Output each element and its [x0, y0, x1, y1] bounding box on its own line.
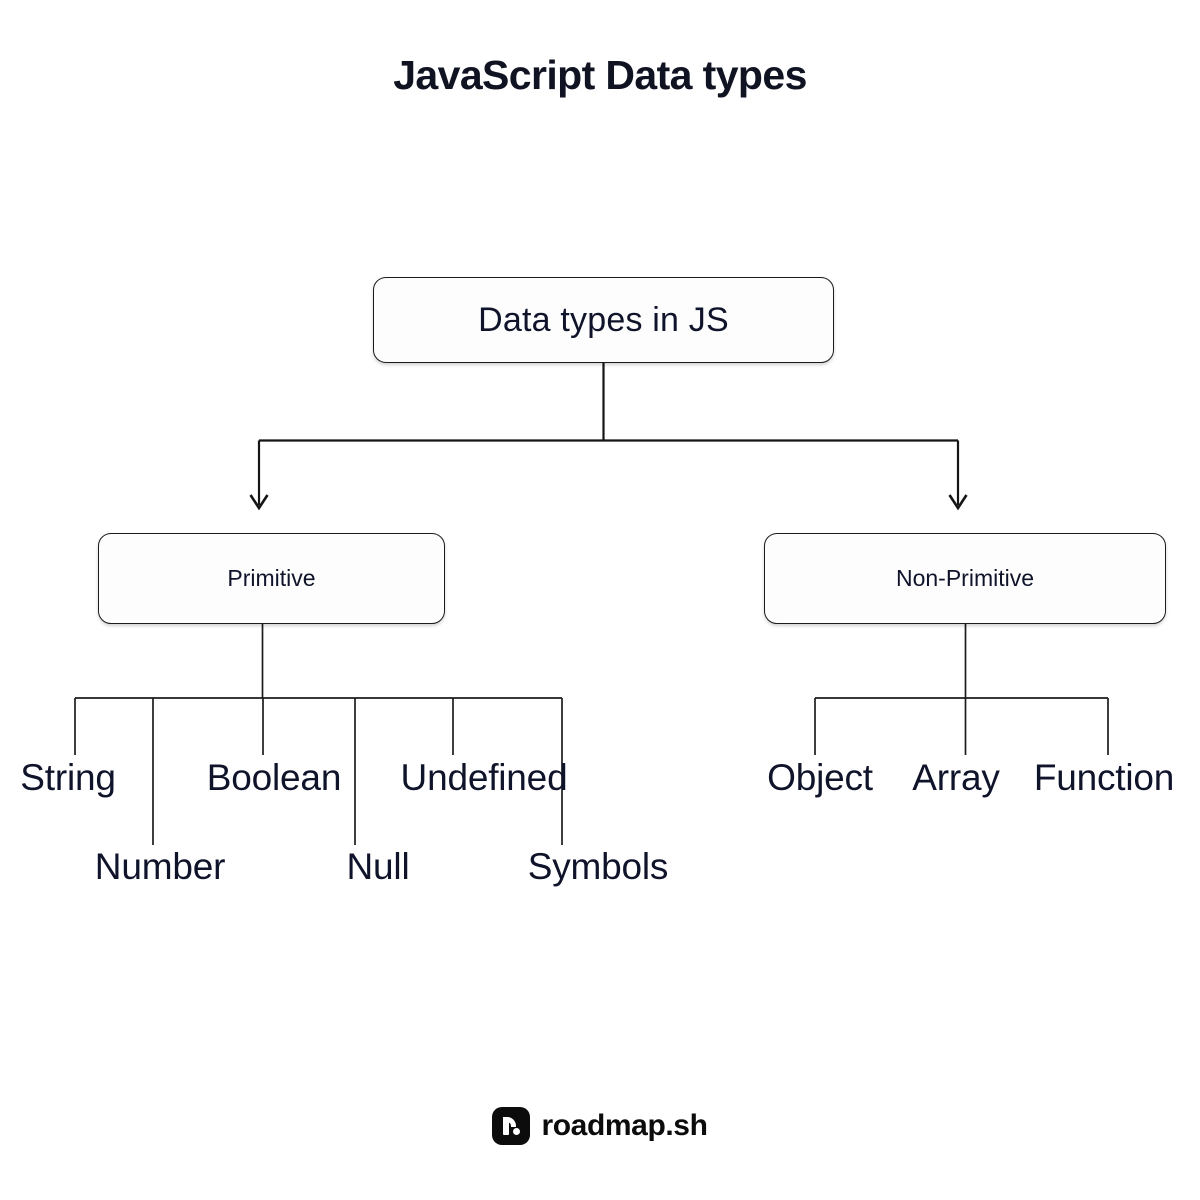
node-data-types-in-js[interactable]: Data types in JS — [373, 277, 834, 363]
leaf-null: Null — [346, 846, 410, 887]
leaf-number: Number — [94, 846, 226, 887]
page-title: JavaScript Data types — [393, 52, 807, 98]
footer-brand: roadmap.sh — [0, 1107, 1200, 1145]
node-primitive[interactable]: Primitive — [98, 533, 445, 624]
roadmap-r-dot-icon — [492, 1107, 531, 1145]
leaf-string: String — [20, 757, 116, 798]
node-non-primitive[interactable]: Non-Primitive — [764, 533, 1166, 624]
leaf-array: Array — [912, 757, 1000, 798]
leaf-boolean: Boolean — [206, 757, 342, 798]
leaf-symbols: Symbols — [527, 846, 669, 887]
arrowhead-nonprimitive — [948, 494, 968, 511]
leaf-function: Function — [1033, 757, 1175, 798]
brand-name: roadmap.sh — [541, 1109, 708, 1142]
leaf-undefined: Undefined — [400, 757, 568, 798]
arrowhead-primitive — [249, 494, 269, 511]
leaf-object: Object — [767, 757, 873, 798]
